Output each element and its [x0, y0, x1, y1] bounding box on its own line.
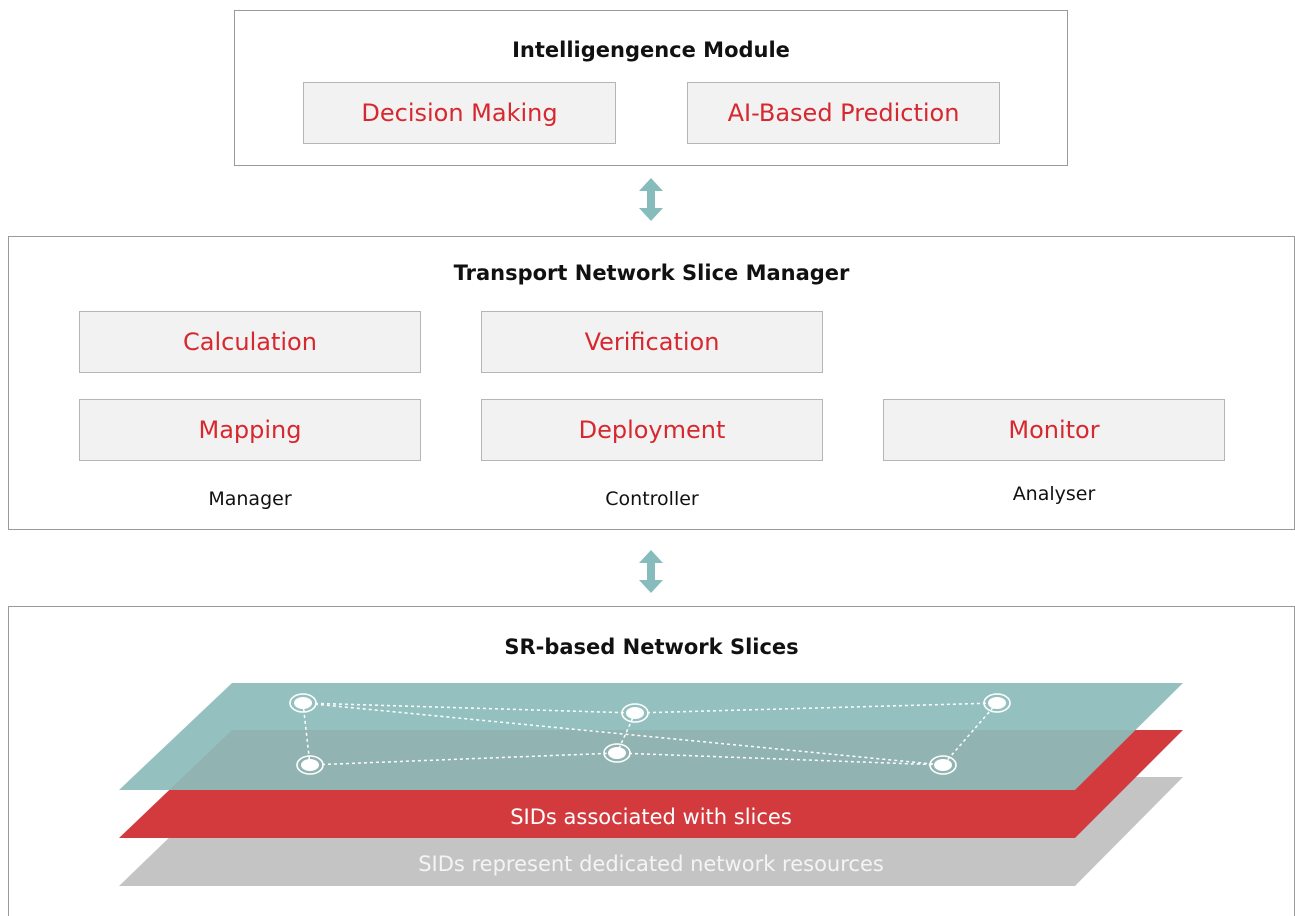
bidirectional-arrow-icon [639, 550, 663, 593]
node-icon [603, 743, 631, 763]
node-icon [289, 693, 317, 713]
topology-nodes [289, 693, 1011, 775]
controller-caption: Controller [605, 488, 699, 510]
calculation-box: Calculation [79, 311, 421, 373]
analyser-caption: Analyser [1012, 483, 1096, 505]
deployment-box: Deployment [481, 399, 823, 461]
network-slices-title: SR-based Network Slices [504, 635, 799, 659]
slice-manager-title: Transport Network Slice Manager [453, 261, 850, 285]
decision-making-box: Decision Making [303, 82, 616, 144]
node-icon [983, 693, 1011, 713]
node-icon [621, 703, 649, 723]
monitor-box: Monitor [883, 399, 1225, 461]
node-icon [929, 755, 957, 775]
intelligence-module-title: Intelligengence Module [512, 38, 790, 62]
mapping-box: Mapping [79, 399, 421, 461]
intelligence-module-panel: Intelligengence Module Decision Making A… [234, 10, 1068, 166]
resource-layer-label: SIDs represent dedicated network resourc… [418, 852, 884, 876]
verification-box: Verification [481, 311, 823, 373]
manager-caption: Manager [208, 488, 292, 510]
ai-based-prediction-box: AI-Based Prediction [687, 82, 1000, 144]
slice-sid-layer-label: SIDs associated with slices [510, 805, 792, 829]
topology-links [302, 702, 998, 766]
slice-manager-panel: Transport Network Slice Manager Calculat… [8, 236, 1295, 530]
bidirectional-arrow-icon [639, 178, 663, 221]
node-icon [296, 755, 324, 775]
